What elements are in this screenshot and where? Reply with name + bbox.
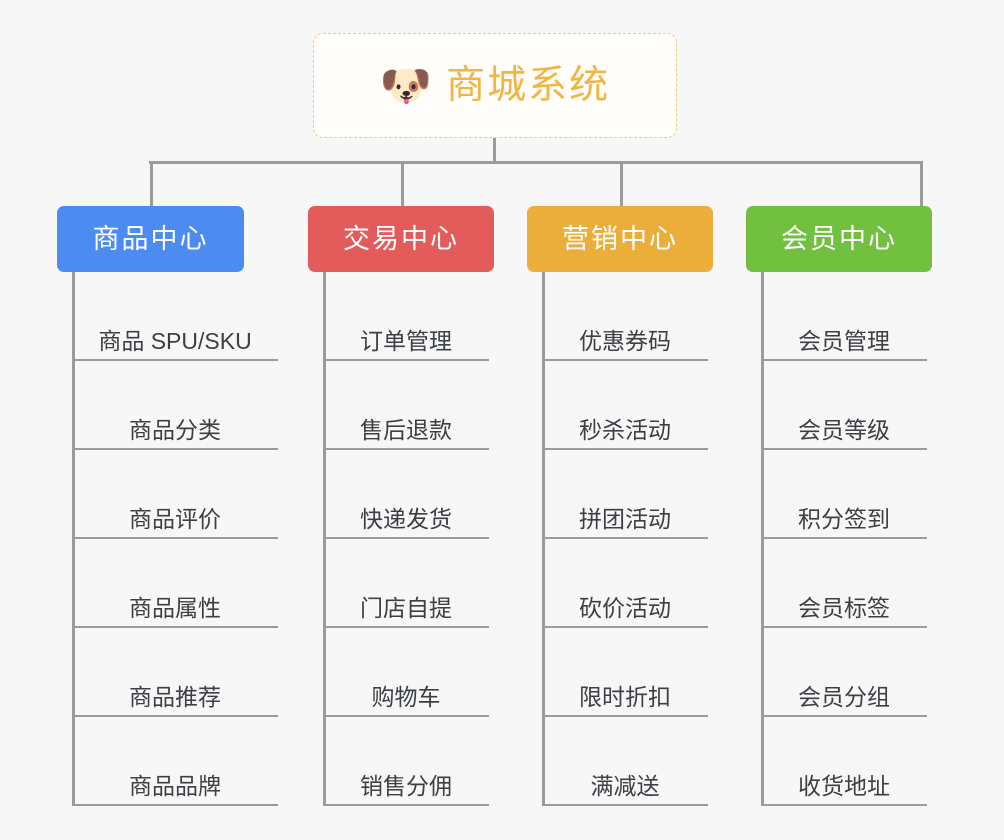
connector-drop-1 — [150, 161, 153, 208]
leaf-column-spine — [542, 272, 545, 806]
leaf-item-label: 购物车 — [371, 683, 441, 710]
connector-drop-2 — [401, 161, 404, 208]
leaf-item[interactable]: 商品分类 — [72, 361, 278, 450]
leaf-item-label: 满减送 — [590, 772, 660, 799]
leaf-item-label: 门店自提 — [360, 594, 452, 621]
leaf-item-label: 砍价活动 — [579, 594, 671, 621]
category-box-2[interactable]: 交易中心 — [308, 206, 494, 272]
leaf-item[interactable]: 限时折扣 — [542, 628, 708, 717]
leaf-item[interactable]: 秒杀活动 — [542, 361, 708, 450]
leaf-item-label: 会员等级 — [798, 416, 890, 443]
leaf-item-label: 商品 SPU/SKU — [98, 327, 252, 354]
category-box-4[interactable]: 会员中心 — [746, 206, 932, 272]
leaf-item-label: 商品分类 — [129, 416, 221, 443]
leaf-item[interactable]: 商品推荐 — [72, 628, 278, 717]
leaf-item-label: 会员标签 — [798, 594, 890, 621]
leaf-item[interactable]: 优惠券码 — [542, 272, 708, 361]
leaf-item[interactable]: 快递发货 — [323, 450, 489, 539]
leaf-item-label: 会员分组 — [798, 683, 890, 710]
leaf-item[interactable]: 门店自提 — [323, 539, 489, 628]
shiba-dog-face-icon: 🐶 — [379, 61, 433, 109]
leaf-item[interactable]: 会员管理 — [761, 272, 927, 361]
category-label: 交易中心 — [343, 223, 459, 254]
root-node[interactable]: 🐶 商城系统 — [313, 33, 677, 138]
leaf-column-spine — [761, 272, 764, 806]
leaf-column-1: 商品 SPU/SKU 商品分类商品评价商品属性商品推荐商品品牌 — [72, 272, 278, 806]
leaf-item[interactable]: 收货地址 — [761, 717, 927, 806]
leaf-item-label: 收货地址 — [798, 772, 890, 799]
leaf-item[interactable]: 会员等级 — [761, 361, 927, 450]
category-label: 会员中心 — [781, 223, 897, 254]
category-label: 营销中心 — [562, 223, 678, 254]
connector-drop-3 — [620, 161, 623, 208]
leaf-item[interactable]: 拼团活动 — [542, 450, 708, 539]
leaf-item[interactable]: 订单管理 — [323, 272, 489, 361]
category-label: 商品中心 — [92, 223, 209, 254]
connector-drop-4 — [920, 161, 923, 208]
leaf-item-label: 销售分佣 — [360, 772, 452, 799]
leaf-item[interactable]: 销售分佣 — [323, 717, 489, 806]
connector-horizontal-bus — [149, 161, 923, 164]
leaf-column-spine — [72, 272, 75, 806]
root-node-title: 商城系统 — [446, 64, 611, 107]
leaf-column-4: 会员管理会员等级积分签到会员标签会员分组收货地址 — [761, 272, 927, 806]
category-box-1[interactable]: 商品中心 — [57, 206, 244, 272]
leaf-item[interactable]: 积分签到 — [761, 450, 927, 539]
leaf-item-label: 快递发货 — [360, 505, 452, 532]
leaf-item[interactable]: 商品 SPU/SKU — [72, 272, 278, 361]
leaf-item[interactable]: 商品品牌 — [72, 717, 278, 806]
leaf-item[interactable]: 购物车 — [323, 628, 489, 717]
leaf-item-label: 商品属性 — [129, 594, 221, 621]
leaf-item-label: 秒杀活动 — [579, 416, 671, 443]
leaf-item[interactable]: 会员分组 — [761, 628, 927, 717]
leaf-item[interactable]: 满减送 — [542, 717, 708, 806]
leaf-item[interactable]: 售后退款 — [323, 361, 489, 450]
leaf-item-label: 拼团活动 — [579, 505, 671, 532]
leaf-item[interactable]: 砍价活动 — [542, 539, 708, 628]
leaf-item-label: 商品推荐 — [129, 683, 221, 710]
leaf-item-label: 售后退款 — [360, 416, 452, 443]
leaf-item-label: 商品评价 — [129, 505, 221, 532]
leaf-item-label: 优惠券码 — [579, 327, 671, 354]
leaf-column-3: 优惠券码秒杀活动拼团活动砍价活动限时折扣满减送 — [542, 272, 708, 806]
leaf-item-label: 限时折扣 — [579, 683, 671, 710]
leaf-item[interactable]: 商品属性 — [72, 539, 278, 628]
leaf-item-label: 商品品牌 — [129, 772, 221, 799]
leaf-item[interactable]: 会员标签 — [761, 539, 927, 628]
connector-root-stem — [493, 138, 496, 164]
category-box-3[interactable]: 营销中心 — [527, 206, 713, 272]
leaf-item-label: 积分签到 — [798, 505, 890, 532]
leaf-column-2: 订单管理售后退款快递发货门店自提购物车销售分佣 — [323, 272, 489, 806]
leaf-column-spine — [323, 272, 326, 806]
leaf-item-label: 订单管理 — [360, 327, 452, 354]
leaf-item-label: 会员管理 — [798, 327, 890, 354]
leaf-item[interactable]: 商品评价 — [72, 450, 278, 539]
